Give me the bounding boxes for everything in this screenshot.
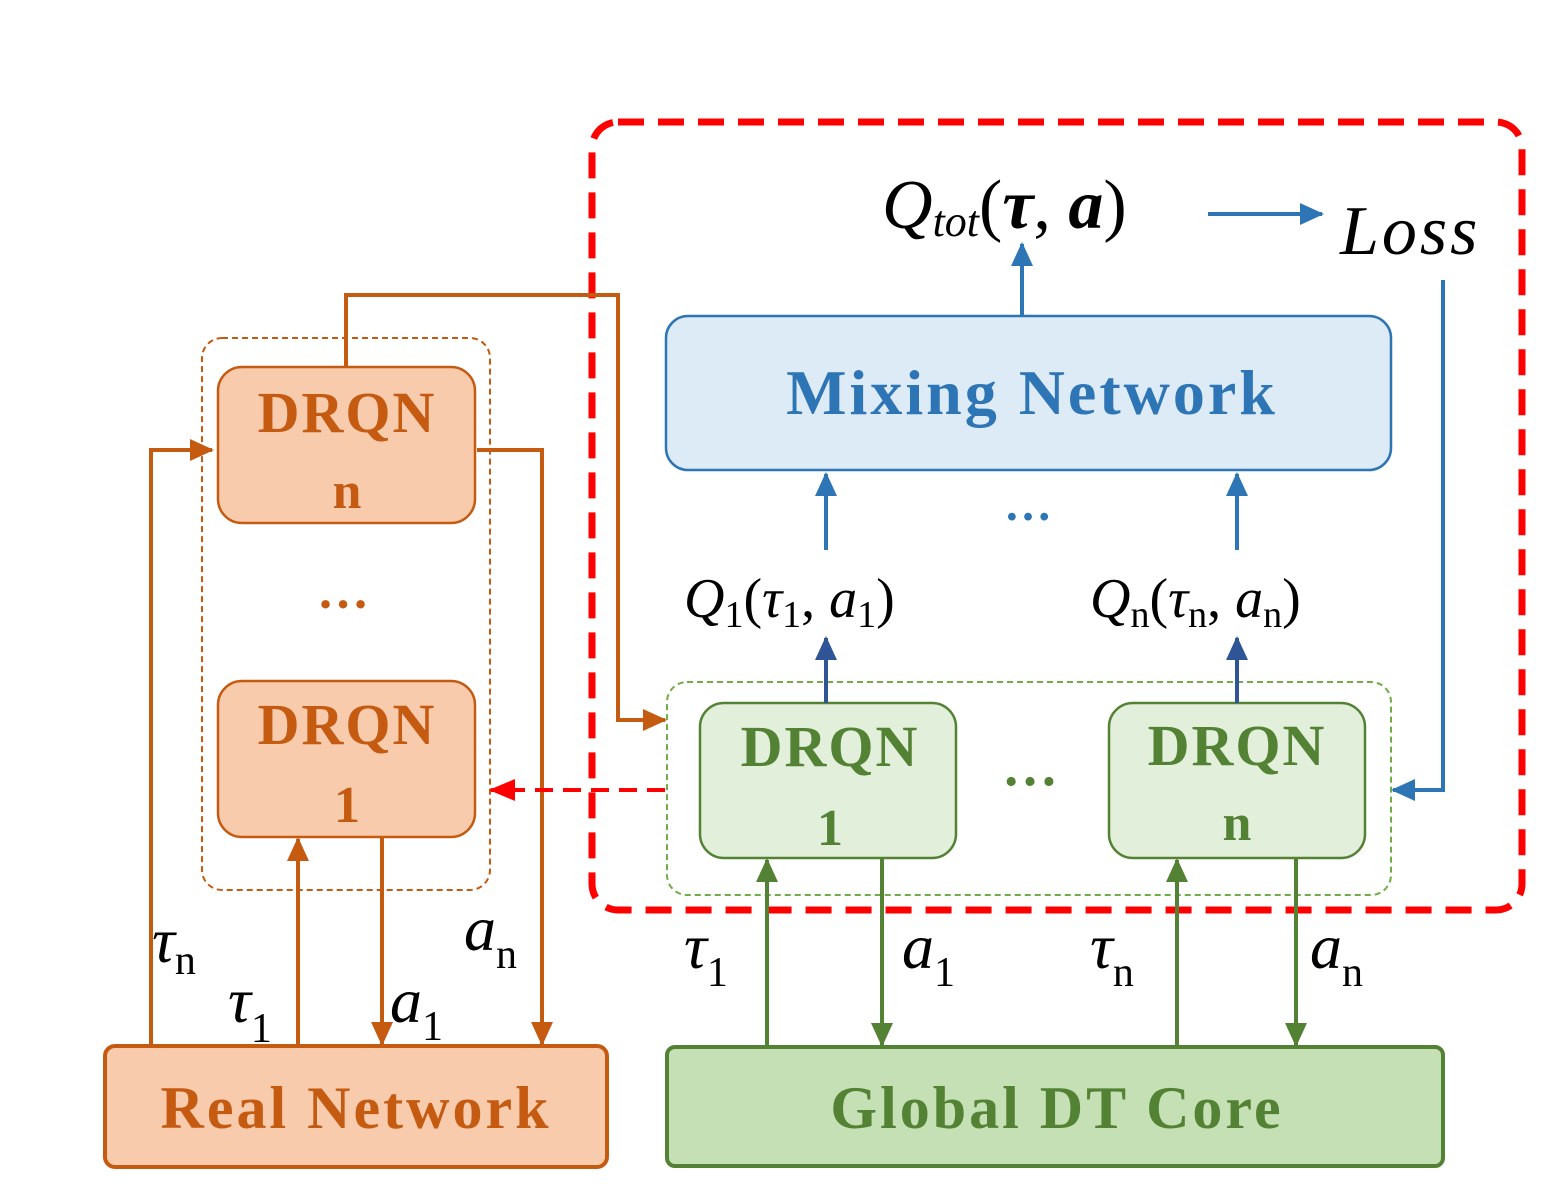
real-tau-n-arrow xyxy=(149,439,214,1046)
dt-drqn-ellipsis: … xyxy=(1002,736,1058,798)
qtot-label: Qtot(τ, a) xyxy=(882,167,1127,246)
real-network-box: Real Network xyxy=(103,1044,609,1169)
real-network-label: Real Network xyxy=(161,1075,552,1141)
loss-feedback-arrow xyxy=(1391,280,1445,801)
real-drqn-1-box: DRQN 1 xyxy=(216,679,477,839)
real-drqn-1-label: DRQN xyxy=(258,692,437,757)
real-drqn-n-label: DRQN xyxy=(258,380,437,445)
real-to-dt-sync-arrow xyxy=(344,293,667,731)
real-drqn-ellipsis: … xyxy=(317,563,369,620)
mixing-network-box: Mixing Network xyxy=(664,314,1393,472)
qn-label: Qn(τn, an) xyxy=(1090,568,1301,636)
real-drqn-n-box: DRQN n xyxy=(216,365,477,525)
real-a-n-label: an xyxy=(464,893,517,978)
dt-tau-n-label: τn xyxy=(1090,911,1134,996)
dt-drqn-n-label: DRQN xyxy=(1148,713,1327,778)
dt-tau-1-label: τ1 xyxy=(684,911,728,996)
real-drqn-n-index: n xyxy=(333,463,362,520)
dt-drqn-1-label: DRQN xyxy=(741,714,920,779)
real-a-1-label: a1 xyxy=(390,965,443,1050)
real-drqn-1-index: 1 xyxy=(334,777,360,834)
dt-drqn-n-box: DRQN n xyxy=(1107,701,1367,860)
dt-a-1-label: a1 xyxy=(902,911,955,996)
loss-label: Loss xyxy=(1339,193,1480,270)
q1-label: Q1(τ1, a1) xyxy=(684,568,895,636)
dt-drqn-1-box: DRQN 1 xyxy=(698,701,958,860)
real-a-n-arrow xyxy=(477,448,553,1046)
dt-drqn-1-index: 1 xyxy=(817,800,843,857)
mixing-ellipsis: … xyxy=(1004,478,1052,531)
real-tau-n-label: τn xyxy=(152,905,196,984)
global-dt-core-label: Global DT Core xyxy=(830,1075,1283,1141)
real-tau-1-label: τ1 xyxy=(228,965,272,1052)
dt-training-boundary xyxy=(588,118,1526,914)
mixing-network-label: Mixing Network xyxy=(786,357,1278,428)
dt-a-n-label: an xyxy=(1310,911,1363,996)
dt-drqn-n-index: n xyxy=(1223,795,1252,852)
global-dt-core-box: Global DT Core xyxy=(665,1045,1445,1168)
